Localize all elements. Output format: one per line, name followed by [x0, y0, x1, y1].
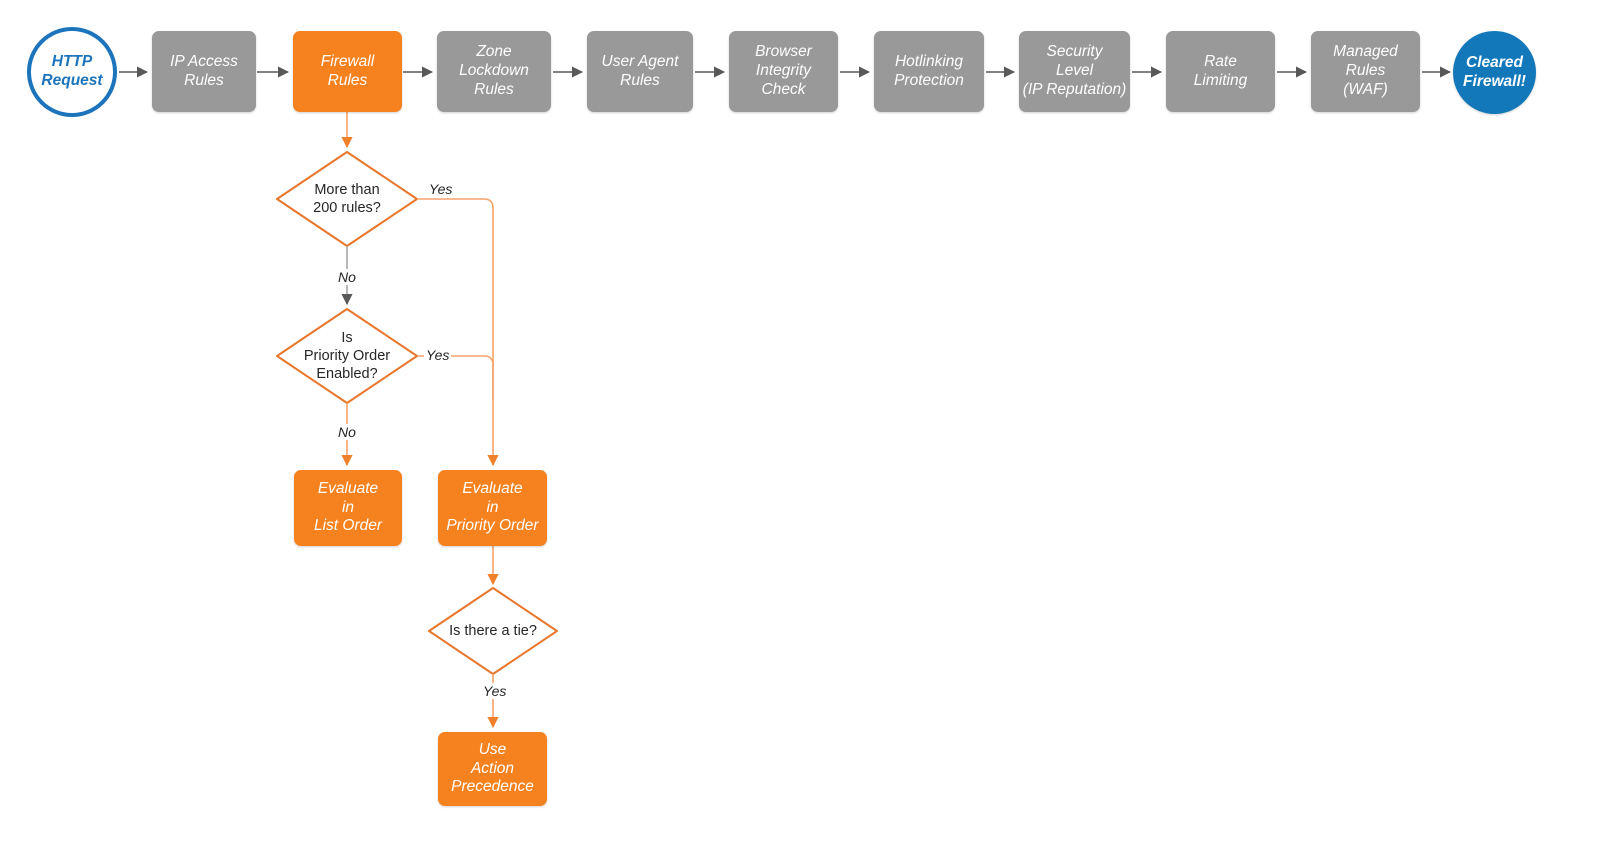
node-is-there-a-tie-label: Is there a tie?	[449, 622, 537, 639]
node-user-agent-rules[interactable]: User Agent Rules	[587, 31, 693, 112]
node-security-level-label: Security Level (IP Reputation)	[1022, 43, 1127, 98]
node-firewall-rules[interactable]: Firewall Rules	[293, 31, 402, 112]
node-is-priority-order-enabled-label: Is Priority Order Enabled?	[303, 329, 391, 383]
node-http-request[interactable]: HTTP Request	[27, 27, 117, 117]
node-is-there-a-tie[interactable]: Is there a tie?	[423, 616, 563, 646]
node-use-action-precedence[interactable]: Use Action Precedence	[438, 732, 547, 806]
node-rate-limiting[interactable]: Rate Limiting	[1166, 31, 1275, 112]
edge-decision1-yes	[417, 198, 499, 467]
edge-label-priority-order-no: No	[336, 424, 358, 440]
node-rate-limiting-label: Rate Limiting	[1193, 52, 1248, 89]
node-hotlinking-protection[interactable]: Hotlinking Protection	[874, 31, 984, 112]
node-evaluate-in-priority-order[interactable]: Evaluate in Priority Order	[438, 470, 547, 546]
node-ip-access-rules-label: IP Access Rules	[170, 52, 238, 89]
node-evaluate-in-priority-order-label: Evaluate in Priority Order	[446, 479, 539, 535]
node-managed-rules-waf[interactable]: Managed Rules (WAF)	[1311, 31, 1420, 112]
node-firewall-rules-label: Firewall Rules	[320, 52, 375, 89]
node-cleared-firewall-label: Cleared Firewall!	[1463, 53, 1526, 90]
node-managed-rules-waf-label: Managed Rules (WAF)	[1333, 43, 1398, 98]
node-http-request-label: HTTP Request	[41, 53, 103, 89]
node-zone-lockdown-rules[interactable]: Zone Lockdown Rules	[437, 31, 551, 112]
node-more-than-200-rules[interactable]: More than 200 rules?	[277, 170, 417, 228]
edge-label-more-than-200-no: No	[336, 269, 358, 285]
edge-label-priority-order-yes: Yes	[424, 347, 452, 363]
node-more-than-200-rules-label: More than 200 rules?	[313, 181, 381, 216]
node-evaluate-in-list-order-label: Evaluate in List Order	[313, 479, 383, 535]
node-evaluate-in-list-order[interactable]: Evaluate in List Order	[294, 470, 402, 546]
edge-label-tie-yes: Yes	[481, 683, 509, 699]
node-zone-lockdown-rules-label: Zone Lockdown Rules	[459, 43, 529, 98]
node-browser-integrity-check[interactable]: Browser Integrity Check	[729, 31, 838, 112]
node-use-action-precedence-label: Use Action Precedence	[451, 740, 534, 796]
node-ip-access-rules[interactable]: IP Access Rules	[152, 31, 256, 112]
node-browser-integrity-check-label: Browser Integrity Check	[755, 43, 812, 98]
node-is-priority-order-enabled[interactable]: Is Priority Order Enabled?	[267, 322, 427, 390]
edge-label-more-than-200-yes: Yes	[427, 181, 455, 197]
node-hotlinking-protection-label: Hotlinking Protection	[894, 52, 964, 89]
node-cleared-firewall[interactable]: Cleared Firewall!	[1453, 31, 1536, 114]
node-security-level[interactable]: Security Level (IP Reputation)	[1019, 31, 1130, 112]
node-user-agent-rules-label: User Agent Rules	[601, 52, 679, 89]
